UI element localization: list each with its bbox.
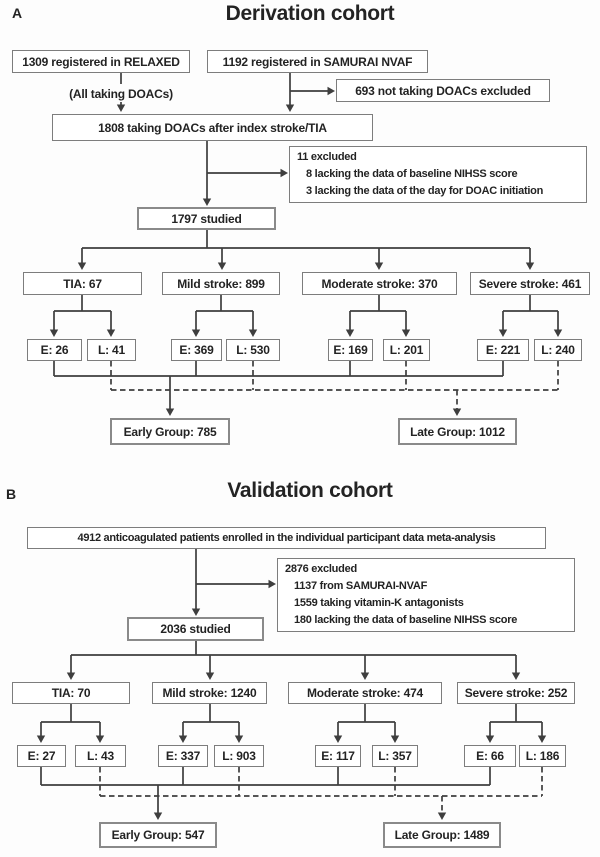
panel-a-solid-connectors [53,73,559,409]
box-late-count: L: 41 [87,339,136,361]
box-late-count: L: 357 [372,745,418,767]
box-excluded-validation: 2876 excluded 1137 from SAMURAI-NVAF 155… [277,558,575,632]
panel-b-title: Validation cohort [227,479,393,502]
box-studied-validation: 2036 studied [127,617,264,641]
panel-b-dashed-connectors [99,767,543,813]
note-all-taking-doacs: (All taking DOACs) [69,87,173,101]
box-early-group-validation: Early Group: 547 [99,822,217,848]
box-late-count: L: 903 [214,745,264,767]
box-category-severe-stroke: Severe stroke: 252 [457,682,575,704]
box-late-group-derivation: Late Group: 1012 [398,418,517,445]
box-category-moderate-stroke: Moderate stroke: 370 [302,272,457,295]
box-early-count: E: 117 [315,745,361,767]
box-late-count: L: 530 [226,339,280,361]
excluded-item: 8 lacking the data of baseline NIHSS sco… [306,168,518,180]
box-not-taking-doacs-excluded: 693 not taking DOACs excluded [336,79,550,102]
excluded-title: 11 excluded [297,151,357,163]
box-late-count: L: 201 [383,339,430,361]
panel-a-label: A [12,5,23,21]
box-taking-doacs-after-index: 1808 taking DOACs after index stroke/TIA [52,114,373,141]
box-late-count: L: 240 [534,339,582,361]
box-early-count: E: 369 [171,339,222,361]
box-category-severe-stroke: Severe stroke: 461 [470,272,590,295]
box-category-tia: TIA: 67 [23,272,142,295]
box-registered-relaxed: 1309 registered in RELAXED [12,50,190,73]
panel-a-dashed-connectors [110,361,559,409]
box-early-group-derivation: Early Group: 785 [110,418,230,445]
box-early-count: E: 221 [477,339,529,361]
box-category-moderate-stroke: Moderate stroke: 474 [288,682,442,704]
box-category-mild-stroke: Mild stroke: 1240 [152,682,267,704]
box-late-count: L: 186 [519,745,566,767]
excluded-item: 3 lacking the data of the day for DOAC i… [306,185,544,197]
box-category-tia: TIA: 70 [12,682,130,704]
box-early-count: E: 169 [328,339,373,361]
box-enrolled-meta-analysis: 4912 anticoagulated patients enrolled in… [27,527,546,549]
excluded-item: 1137 from SAMURAI-NVAF [294,580,428,592]
excluded-item: 180 lacking the data of baseline NIHSS s… [294,614,518,626]
box-early-count: E: 26 [27,339,82,361]
box-late-count: L: 43 [75,745,126,767]
box-registered-samurai-nvaf: 1192 registered in SAMURAI NVAF [207,50,428,73]
box-early-count: E: 66 [464,745,516,767]
excluded-title: 2876 excluded [285,563,357,575]
box-early-count: E: 27 [17,745,66,767]
box-studied-derivation: 1797 studied [137,207,276,230]
box-category-mild-stroke: Mild stroke: 899 [162,272,280,295]
panel-b-label: B [6,486,17,502]
panel-b-solid-connectors [40,549,543,813]
panel-a-title: Derivation cohort [225,2,395,25]
box-early-count: E: 337 [158,745,208,767]
excluded-item: 1559 taking vitamin-K antagonists [294,597,464,609]
box-late-group-validation: Late Group: 1489 [383,822,501,848]
box-excluded-derivation: 11 excluded 8 lacking the data of baseli… [289,146,587,203]
